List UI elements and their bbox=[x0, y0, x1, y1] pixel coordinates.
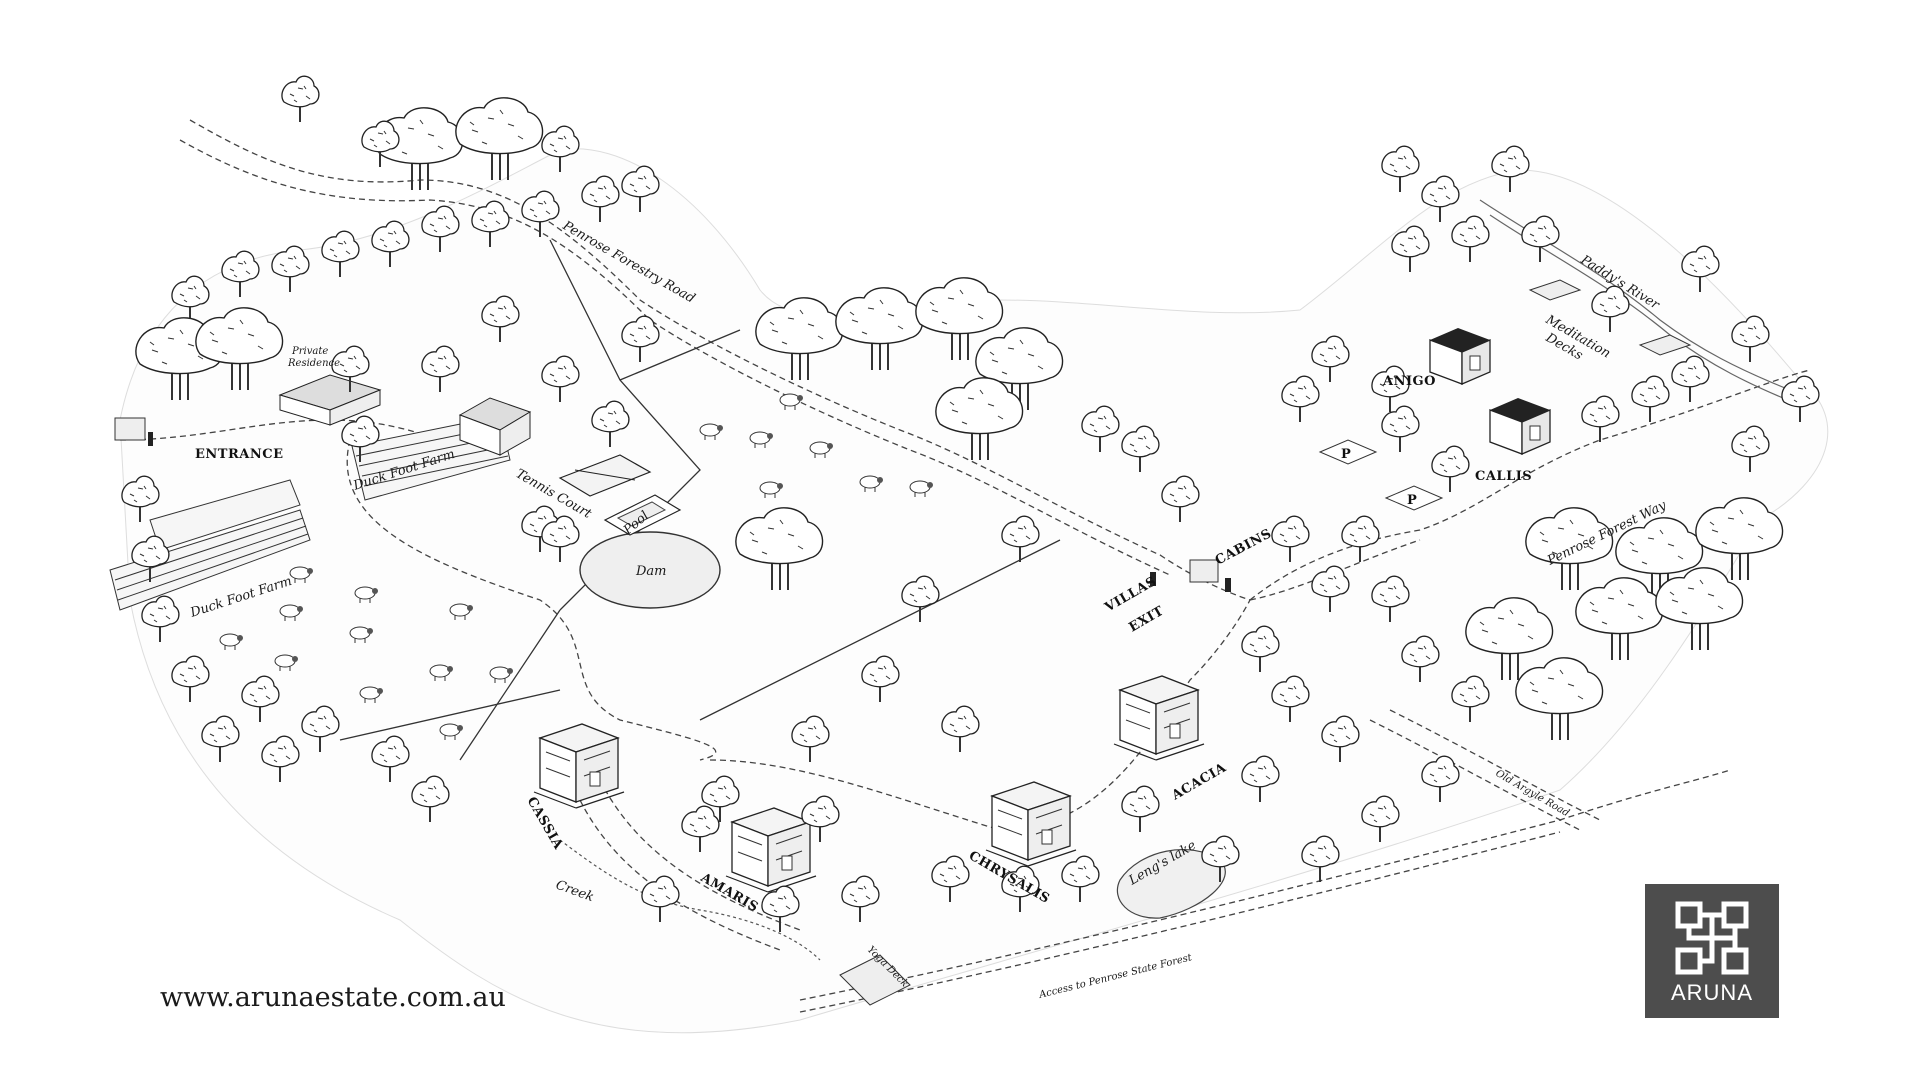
website-url[interactable]: www.arunaestate.com.au bbox=[160, 982, 506, 1013]
exit-gate bbox=[1150, 559, 1231, 592]
parking-1: P bbox=[1318, 439, 1378, 465]
svg-text:P: P bbox=[1341, 447, 1351, 462]
private-residence bbox=[278, 374, 382, 426]
aruna-logo-text: ARUNA bbox=[1670, 980, 1753, 1005]
lengs-lake bbox=[1116, 849, 1226, 919]
label-callis: CALLIS bbox=[1475, 469, 1532, 484]
pool bbox=[603, 494, 682, 536]
label-anigo: ANIGO bbox=[1382, 374, 1436, 389]
meditation-deck bbox=[1528, 279, 1582, 301]
farm-plots bbox=[109, 415, 511, 611]
fences bbox=[339, 239, 1061, 761]
yoga-deck bbox=[839, 954, 911, 1006]
tennis-court bbox=[558, 454, 652, 497]
dam bbox=[579, 531, 721, 609]
aruna-logo-icon bbox=[1675, 901, 1749, 975]
label-entrance: ENTRANCE bbox=[195, 447, 284, 462]
svg-text:Residence: Residence bbox=[287, 358, 340, 369]
farm-shed bbox=[458, 397, 532, 456]
label-access-penrose: Access to Penrose State Forest bbox=[1037, 952, 1194, 1001]
entrance-gate bbox=[114, 417, 153, 446]
aruna-logo: ARUNA bbox=[1645, 884, 1779, 1018]
svg-text:P: P bbox=[1407, 493, 1417, 508]
parking-2: P bbox=[1384, 485, 1444, 511]
label-private-residence: Private bbox=[291, 346, 328, 357]
label-dam: Dam bbox=[635, 564, 667, 579]
meditation-deck bbox=[1638, 334, 1692, 356]
